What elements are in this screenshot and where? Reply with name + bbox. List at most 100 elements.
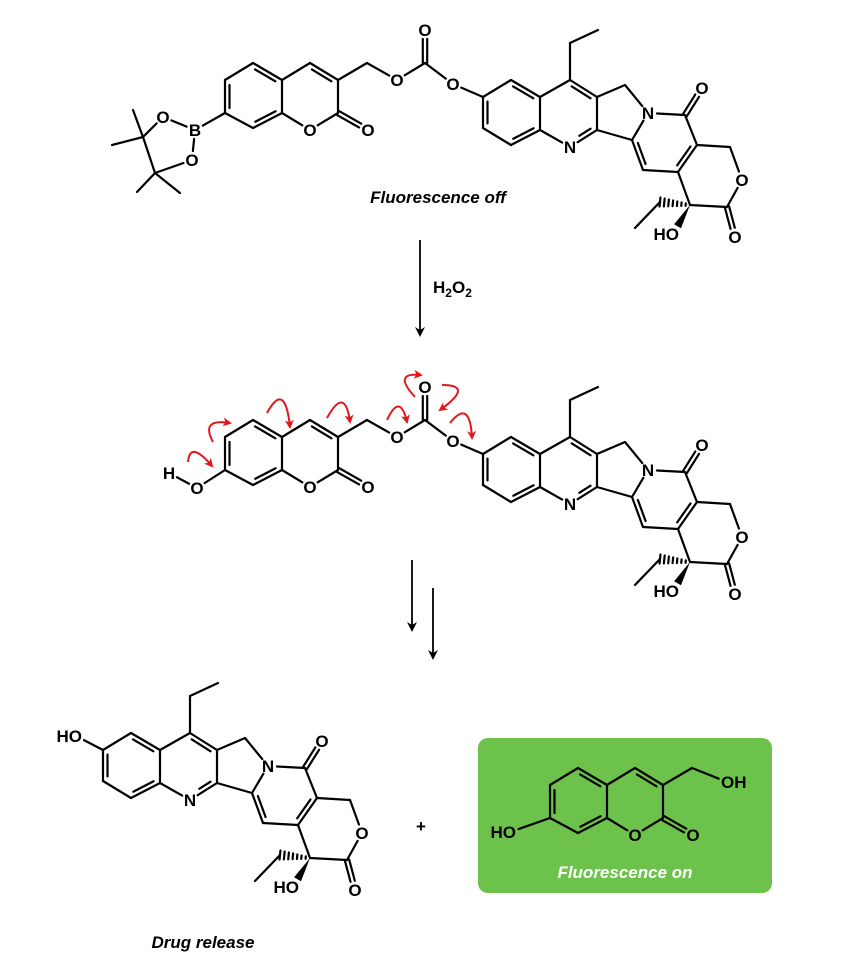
atom-label-o: O	[418, 378, 431, 397]
single-bond	[191, 137, 196, 153]
single-bond	[423, 418, 447, 437]
single-bond	[633, 557, 662, 587]
single-bond	[548, 766, 580, 787]
single-bond	[336, 61, 369, 82]
hashed-bond	[662, 197, 666, 208]
single-bond	[158, 781, 184, 797]
atom-label-o: O	[446, 432, 459, 451]
atom-label-o: O	[695, 436, 708, 455]
single-bond	[403, 61, 427, 77]
single-bond	[308, 856, 349, 862]
fluorescence-on-box	[478, 738, 772, 893]
single-bond	[223, 468, 255, 487]
single-bond	[175, 476, 191, 485]
atom-label-o: O	[315, 732, 328, 751]
double-bond-inner	[635, 773, 658, 788]
double-bond-inner	[676, 145, 692, 167]
atom-label-n: N	[564, 138, 576, 157]
single-bond	[605, 816, 629, 832]
double-bond	[633, 766, 665, 787]
single-bond	[641, 525, 680, 531]
single-bond	[280, 418, 312, 439]
single-bond	[595, 128, 634, 142]
atom-label-o: O	[348, 881, 361, 900]
double-bond-inner	[636, 498, 647, 523]
double-bond	[676, 500, 699, 531]
double-bond	[305, 748, 321, 771]
single-bond	[275, 765, 307, 770]
single-bond	[676, 527, 692, 564]
double-bond	[335, 470, 361, 486]
single-bond	[538, 435, 572, 456]
atom-label-o: O	[728, 228, 741, 247]
curved-arrow	[438, 384, 459, 412]
atom-label-n: N	[642, 104, 654, 123]
atom-label-n: N	[642, 461, 654, 480]
atom-label-ho: HO	[491, 823, 517, 842]
atom-label-n: N	[262, 757, 274, 776]
double-bond	[188, 731, 219, 752]
single-bond	[568, 385, 600, 402]
single-bond	[261, 821, 300, 827]
hashed-bond	[671, 199, 675, 208]
atom-label-o: O	[361, 478, 374, 497]
double-bond-inner	[254, 467, 277, 480]
single-bond	[243, 736, 264, 761]
single-bond	[403, 418, 427, 434]
double-bond-inner	[512, 127, 535, 140]
single-bond	[460, 86, 485, 99]
hashed-bond	[662, 554, 666, 565]
curved-arrow	[266, 398, 294, 429]
single-bond	[101, 779, 133, 800]
single-bond	[568, 28, 600, 45]
single-bond	[158, 731, 192, 752]
atom-label-o: O	[355, 824, 368, 843]
double-bond	[728, 562, 736, 586]
single-bond	[135, 171, 157, 194]
double-bond-inner	[198, 780, 212, 790]
double-bond-inner	[253, 425, 277, 440]
atom-label-ho: HO	[654, 225, 680, 244]
single-bond	[141, 135, 157, 175]
single-bond	[82, 739, 105, 752]
single-bond	[250, 772, 265, 795]
single-bond	[690, 766, 720, 780]
single-bond	[141, 122, 158, 139]
atom-label-o: O	[628, 826, 641, 845]
double-bond	[129, 731, 162, 752]
single-bond	[630, 476, 645, 499]
atom-label-o: O	[361, 121, 374, 140]
atom-label-o: O	[390, 71, 403, 90]
double-bond	[576, 128, 599, 144]
atom-label-o: O	[735, 528, 748, 547]
double-bond	[676, 143, 699, 174]
single-bond	[725, 186, 739, 209]
single-bond	[661, 766, 694, 787]
atom-label-b: B	[189, 121, 201, 140]
double-bond	[251, 61, 284, 82]
curved-arrow	[449, 412, 477, 440]
atom-label-ho: HO	[654, 582, 680, 601]
single-bond	[223, 61, 255, 82]
double-bond	[682, 93, 697, 115]
double-bond-inner	[578, 484, 592, 494]
single-bond	[481, 435, 513, 456]
double-bond	[251, 111, 284, 130]
double-bond-inner	[132, 780, 155, 793]
double-bond	[196, 781, 219, 797]
single-bond	[595, 83, 627, 99]
single-bond	[641, 168, 680, 174]
single-bond	[683, 470, 699, 504]
single-bond	[548, 816, 580, 835]
double-bond	[662, 814, 688, 830]
single-bond	[641, 816, 665, 832]
double-bond	[337, 109, 363, 125]
double-bond	[129, 781, 162, 800]
single-bond	[728, 145, 741, 173]
single-bond	[110, 135, 145, 147]
